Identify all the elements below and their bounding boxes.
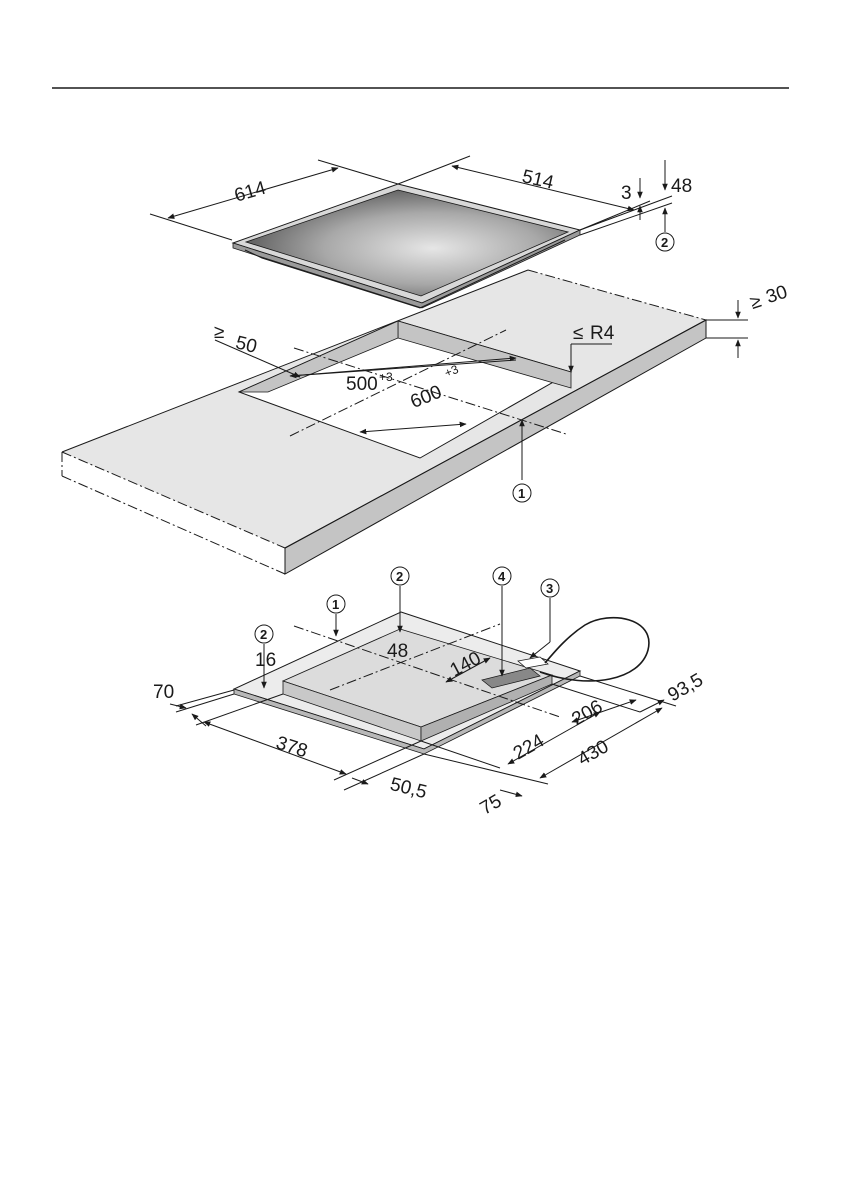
dim-worktop-front-sym: ≥: [214, 322, 224, 343]
dim-worktop-radius: R4: [590, 323, 615, 344]
callout-under-2b: 2: [260, 627, 267, 642]
callout-hob-2: 2: [661, 235, 668, 250]
dim-under-430: 430: [574, 736, 612, 770]
callout-under-4: 4: [498, 569, 506, 584]
dim-worktop-thickness: 30: [763, 282, 790, 309]
dim-worktop-thickness-sym: ≥: [748, 291, 764, 314]
callout-under-3: 3: [546, 581, 553, 596]
dim-cutout-depth-tol: +3: [379, 370, 393, 384]
dim-under-50-5: 50,5: [388, 774, 429, 803]
callout-under-2a: 2: [396, 569, 403, 584]
underside-illustration: [234, 612, 649, 754]
dim-under-378: 378: [273, 733, 310, 763]
dim-hob-width: 514: [520, 166, 556, 194]
dim-under-206: 206: [568, 696, 606, 730]
dim-hob-height: 48: [671, 176, 692, 197]
dim-worktop-radius-sym: ≤: [573, 323, 583, 344]
worktop-illustration: [62, 270, 706, 574]
dim-under-48: 48: [387, 641, 408, 662]
dim-hob-depth: 614: [232, 178, 269, 207]
dim-under-16: 16: [255, 650, 276, 671]
dim-under-70: 70: [153, 682, 174, 703]
dim-cutout-depth: 500: [346, 374, 378, 395]
dim-under-75: 75: [477, 791, 506, 820]
callout-under-1: 1: [332, 597, 339, 612]
dim-under-93-5: 93,5: [664, 670, 707, 707]
dim-hob-rim: 3: [621, 183, 632, 204]
dim-worktop-front: 50: [233, 332, 259, 357]
callout-worktop-1: 1: [518, 486, 525, 501]
